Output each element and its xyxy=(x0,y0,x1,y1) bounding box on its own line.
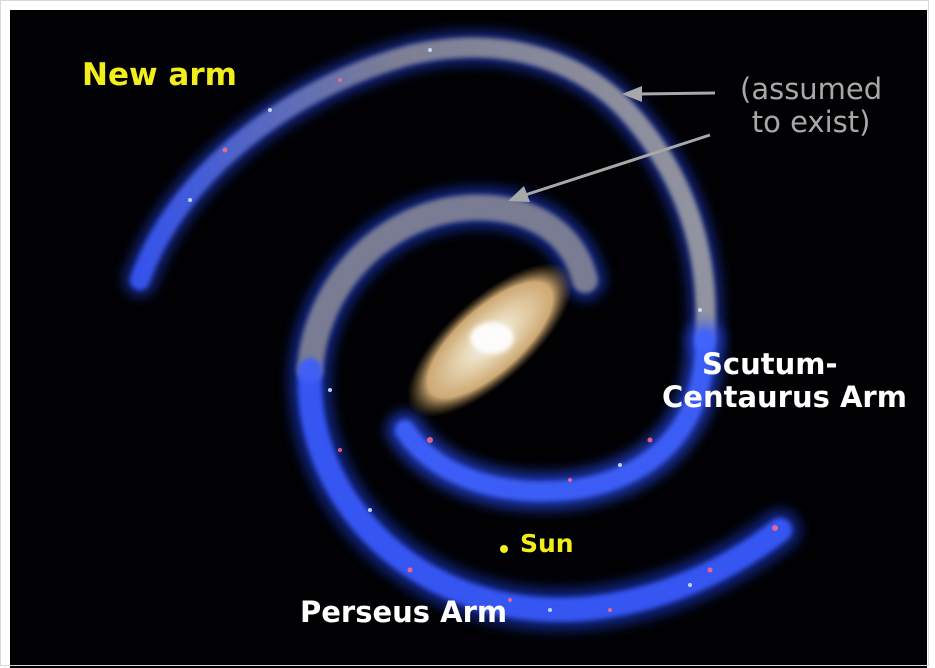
sun-label: Sun xyxy=(520,530,574,559)
galaxy-figure: New arm (assumed to exist) Scutum- Centa… xyxy=(10,10,927,668)
assumed-to-exist-label: (assumed to exist) xyxy=(740,73,882,140)
scutum-centaurus-label: Scutum- Centaurus Arm xyxy=(662,348,907,415)
galactic-bulge xyxy=(384,239,596,442)
scutum-line-1: Scutum- xyxy=(662,348,907,381)
sun-marker xyxy=(500,545,508,553)
scutum-line-2: Centaurus Arm xyxy=(662,381,907,414)
new-arm-label: New arm xyxy=(82,58,237,94)
perseus-arm-label: Perseus Arm xyxy=(300,596,507,629)
assumed-line-1: (assumed xyxy=(740,73,882,106)
assumed-line-2: to exist) xyxy=(740,106,882,139)
